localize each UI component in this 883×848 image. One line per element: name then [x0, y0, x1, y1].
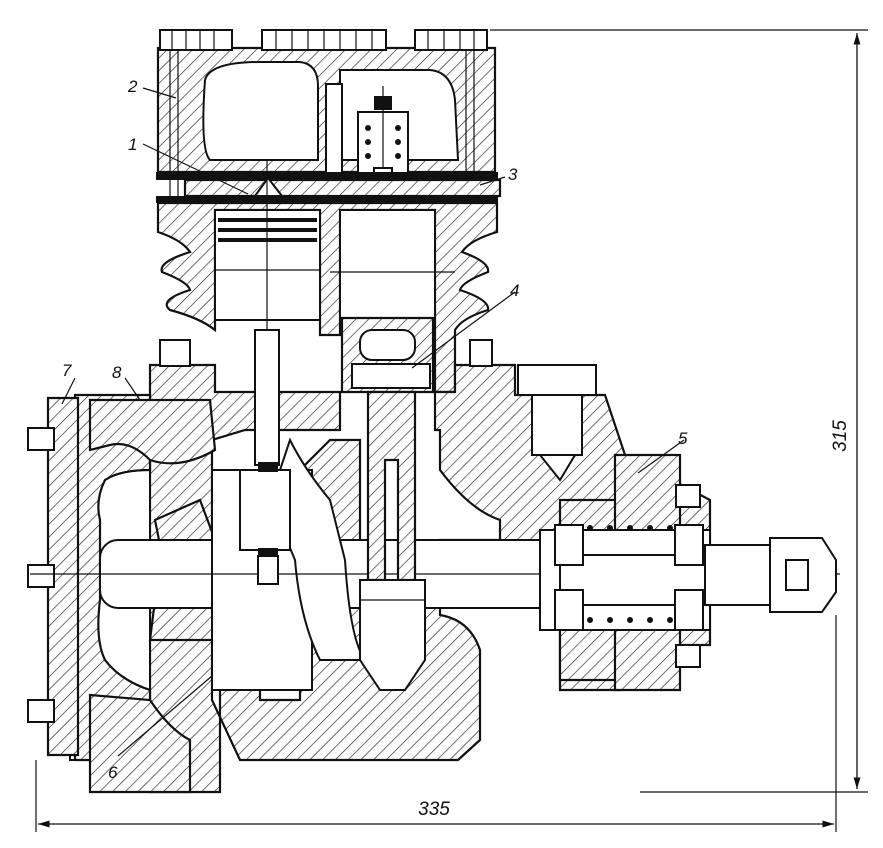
height-dimension: 315 [830, 420, 851, 452]
callout-label-1: 1 [128, 135, 137, 154]
base-bolts [159, 339, 701, 668]
bearing-housing [539, 453, 711, 692]
callout-label-2: 2 [127, 77, 138, 96]
end-cover [27, 396, 80, 757]
callout-leaders [61, 87, 685, 757]
shaft-end [704, 537, 837, 613]
valve-plate [156, 172, 502, 203]
head-bolts [159, 29, 488, 51]
callout-label-3: 3 [508, 165, 518, 184]
width-dimension: 335 [418, 799, 450, 820]
connecting-rod-right [359, 390, 426, 691]
callout-label-5: 5 [678, 429, 688, 448]
callout-label-7: 7 [62, 361, 72, 380]
callout-label-6: 6 [108, 763, 118, 782]
callout-label-4: 4 [510, 281, 519, 300]
cylinder-block [156, 201, 499, 394]
callout-label-8: 8 [112, 363, 122, 382]
connecting-rod-left [239, 329, 291, 585]
dimension-lines [35, 29, 868, 832]
oil-fitting [517, 364, 597, 482]
piston-right [330, 209, 455, 394]
valve-assembly [325, 83, 409, 189]
